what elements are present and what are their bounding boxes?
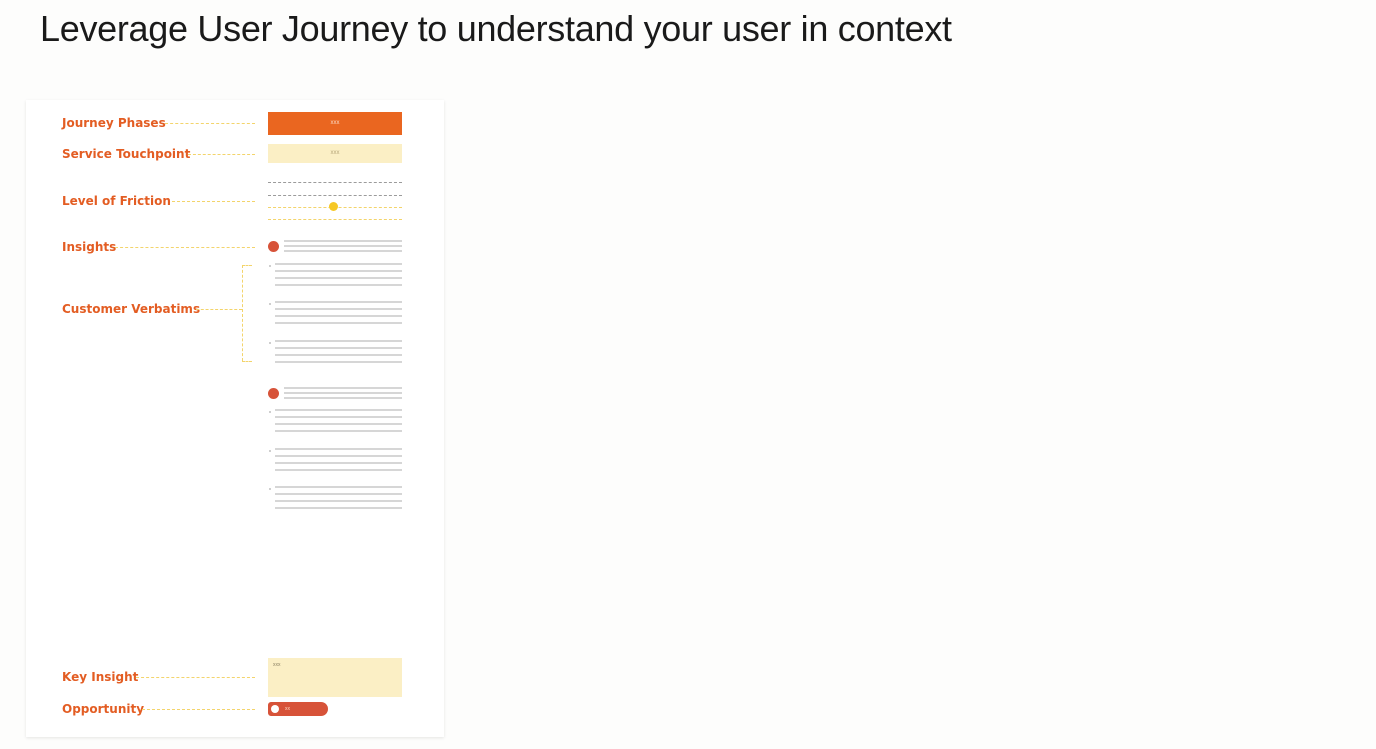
friction-line: [268, 195, 402, 196]
label-service-touchpoint: Service Touchpoint: [62, 147, 191, 161]
opportunity-icon: [271, 705, 279, 713]
journey-phase-bar: xxx: [268, 112, 402, 135]
insight-text-line: [284, 397, 402, 399]
verbatim-text-line: [275, 430, 402, 432]
insight-text-line: [284, 392, 402, 394]
insight-text-line: [284, 250, 402, 252]
verbatim-text-line: [275, 263, 402, 265]
verbatim-text-line: [275, 507, 402, 509]
leader-journey-phases: [165, 123, 255, 124]
verbatim-text-line: [275, 354, 402, 356]
verbatim-bullet: [269, 450, 271, 452]
insight-text-line: [284, 387, 402, 389]
verbatim-bullet: [269, 488, 271, 490]
friction-line: [268, 182, 402, 183]
service-touchpoint-bar: xxx: [268, 144, 402, 163]
friction-line: [268, 219, 402, 220]
key-insight-box: xxx: [268, 658, 402, 697]
leader-level-of-friction: [172, 201, 255, 202]
verbatim-bullet: [269, 265, 271, 267]
verbatim-text-line: [275, 455, 402, 457]
verbatim-text-line: [275, 347, 402, 349]
label-journey-phases: Journey Phases: [62, 116, 166, 130]
label-insights: Insights: [62, 240, 117, 254]
verbatim-text-line: [275, 462, 402, 464]
verbatim-text-line: [275, 322, 402, 324]
slide-title: Leverage User Journey to understand your…: [40, 8, 952, 49]
verbatim-text-line: [275, 277, 402, 279]
leader-service-touchpoint: [188, 154, 255, 155]
leader-insights: [115, 247, 255, 248]
opportunity-pill: xx: [268, 702, 328, 716]
verbatim-text-line: [275, 308, 402, 310]
label-customer-verbatims: Customer Verbatims: [62, 302, 201, 316]
leader-key-insight: [136, 677, 255, 678]
label-level-of-friction: Level of Friction: [62, 194, 171, 208]
bracket-customer-verbatims: [242, 265, 243, 361]
insight-text-line: [284, 245, 402, 247]
verbatim-bullet: [269, 342, 271, 344]
verbatim-bullet: [269, 303, 271, 305]
label-key-insight: Key Insight: [62, 670, 139, 684]
insight-marker: [268, 388, 279, 399]
verbatim-text-line: [275, 493, 402, 495]
label-opportunity: Opportunity: [62, 702, 145, 716]
verbatim-text-line: [275, 416, 402, 418]
verbatim-text-line: [275, 361, 402, 363]
verbatim-text-line: [275, 284, 402, 286]
verbatim-text-line: [275, 315, 402, 317]
verbatim-text-line: [275, 486, 402, 488]
leader-opportunity: [142, 709, 255, 710]
verbatim-text-line: [275, 423, 402, 425]
verbatim-text-line: [275, 409, 402, 411]
opportunity-text: xx: [285, 706, 290, 712]
verbatim-text-line: [275, 340, 402, 342]
friction-marker: [329, 202, 338, 211]
verbatim-bullet: [269, 411, 271, 413]
bracket-top: [242, 265, 252, 266]
journey-template-card: [26, 100, 444, 737]
verbatim-text-line: [275, 301, 402, 303]
verbatim-text-line: [275, 469, 402, 471]
verbatim-text-line: [275, 500, 402, 502]
verbatim-text-line: [275, 270, 402, 272]
insight-marker: [268, 241, 279, 252]
bracket-bottom: [242, 361, 252, 362]
insight-text-line: [284, 240, 402, 242]
leader-customer-verbatims: [196, 309, 242, 310]
verbatim-text-line: [275, 448, 402, 450]
